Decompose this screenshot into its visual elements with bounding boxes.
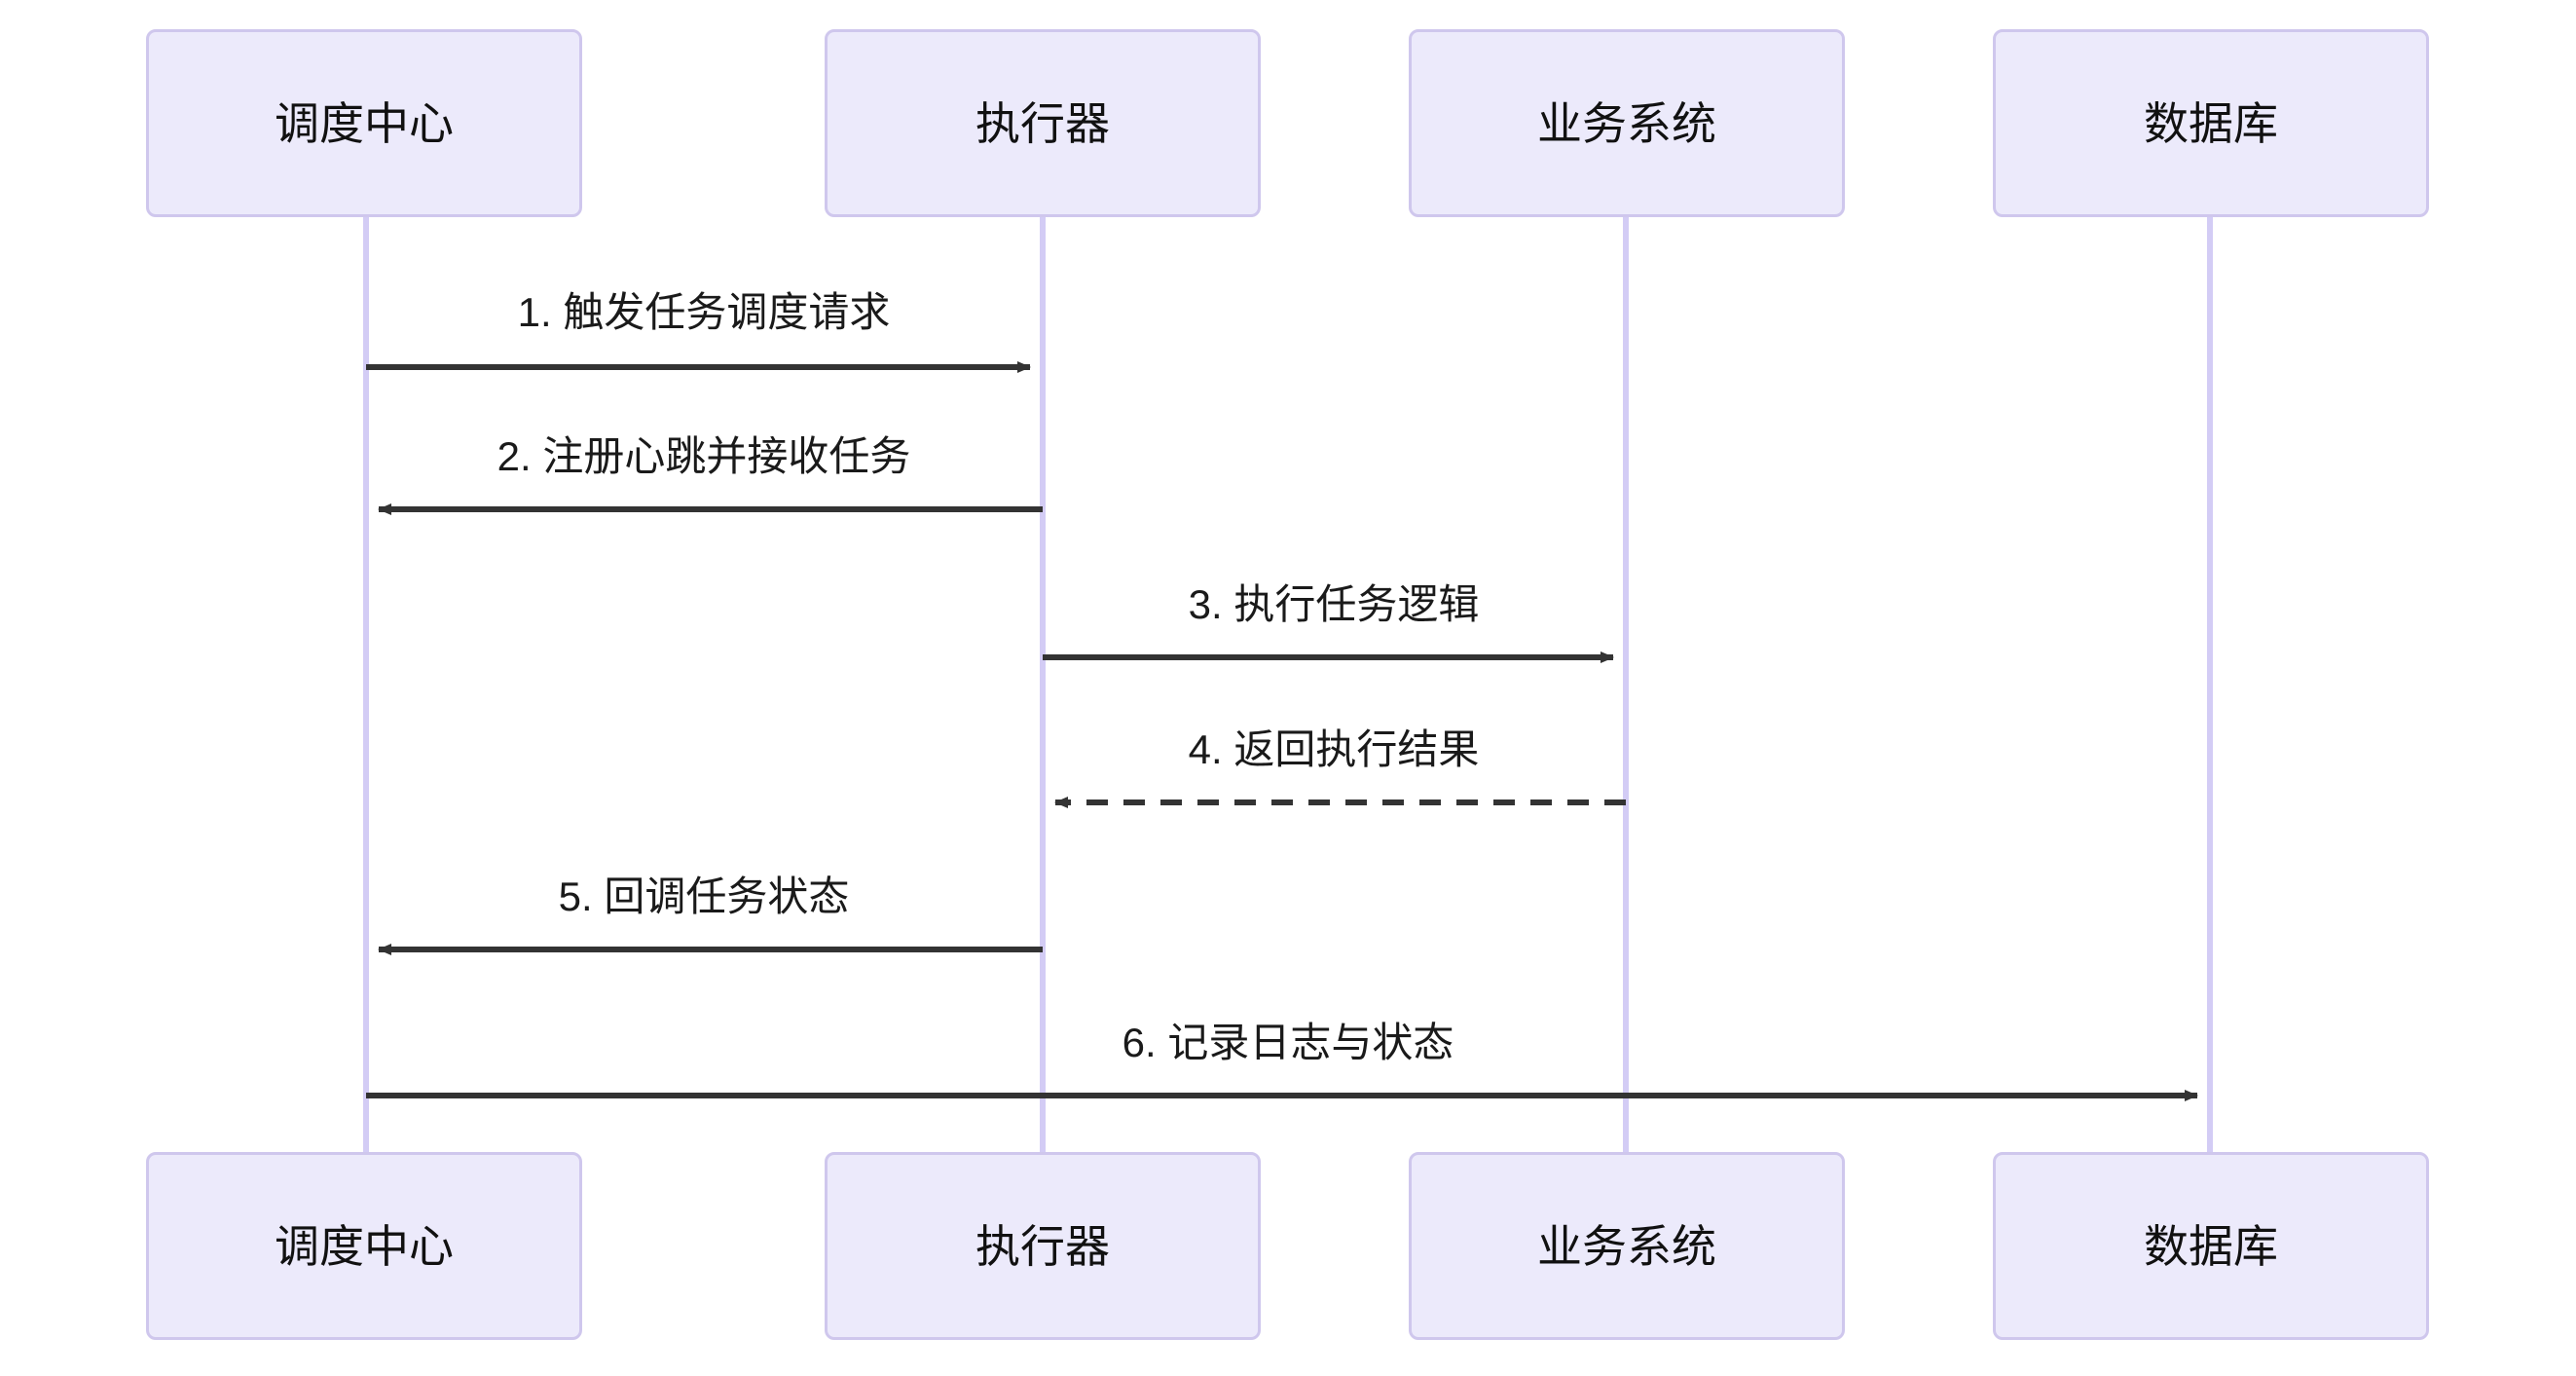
participant-box-scheduler-bottom[interactable]: 调度中心 <box>146 1152 582 1340</box>
participant-box-business-bottom[interactable]: 业务系统 <box>1409 1152 1845 1340</box>
participant-label-business-top: 业务系统 <box>1537 97 1716 149</box>
participant-box-executor-top[interactable]: 执行器 <box>825 29 1261 217</box>
participant-label-scheduler-bottom: 调度中心 <box>275 1220 454 1272</box>
message-arrows <box>366 361 2198 1101</box>
message-label-1: 1. 触发任务调度请求 <box>517 289 891 335</box>
participant-label-database-top: 数据库 <box>2144 97 2278 149</box>
message-label-5: 5. 回调任务状态 <box>558 874 850 919</box>
message-label-6: 6. 记录日志与状态 <box>1122 1020 1454 1065</box>
participant-box-database-bottom[interactable]: 数据库 <box>1993 1152 2429 1340</box>
participant-label-database-bottom: 数据库 <box>2144 1220 2278 1272</box>
message-label-2: 2. 注册心跳并接收任务 <box>497 433 911 479</box>
message-label-3: 3. 执行任务逻辑 <box>1188 581 1480 627</box>
message-label-4: 4. 返回执行结果 <box>1188 726 1480 772</box>
participant-box-scheduler-top[interactable]: 调度中心 <box>146 29 582 217</box>
lifelines <box>363 217 2213 1152</box>
participant-box-database-top[interactable]: 数据库 <box>1993 29 2429 217</box>
participant-box-executor-bottom[interactable]: 执行器 <box>825 1152 1261 1340</box>
participant-label-executor-bottom: 执行器 <box>975 1220 1110 1272</box>
participant-label-executor-top: 执行器 <box>975 97 1110 149</box>
participant-box-business-top[interactable]: 业务系统 <box>1409 29 1845 217</box>
participant-label-business-bottom: 业务系统 <box>1537 1220 1716 1272</box>
participant-label-scheduler-top: 调度中心 <box>275 97 454 149</box>
